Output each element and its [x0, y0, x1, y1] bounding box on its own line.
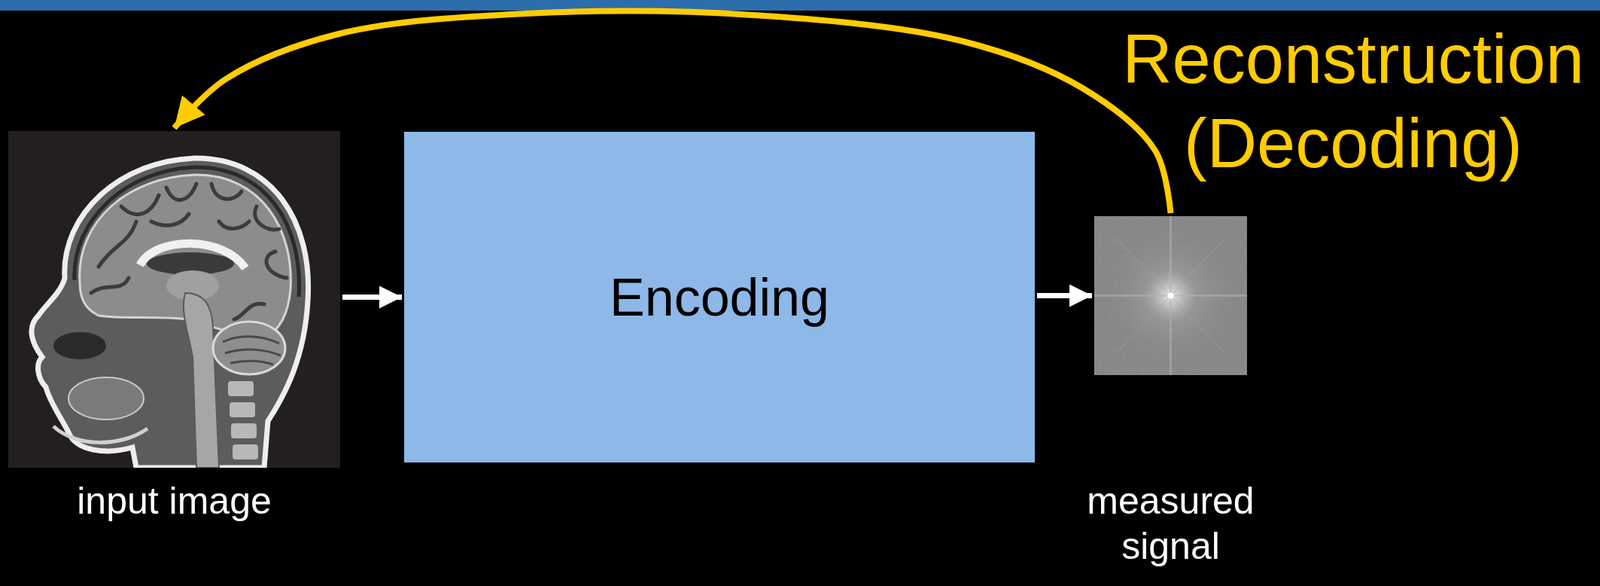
- signal-node: measured signal: [1094, 215, 1248, 375]
- edge-label-box: Reconstruction (Decoding): [1112, 16, 1594, 186]
- image-label: input image: [50, 477, 299, 524]
- process-label: Encoding: [609, 267, 830, 328]
- flow-arrow: [1037, 292, 1093, 299]
- process-box: Encoding: [404, 131, 1035, 463]
- image-node: input image: [8, 130, 341, 468]
- mri-brain-image: [8, 130, 341, 468]
- flow-arrow: [342, 294, 402, 300]
- signal-label: measured signal: [1058, 477, 1284, 569]
- title-bar: [0, 0, 1600, 11]
- k-space-image: [1094, 215, 1248, 375]
- edge-label: Reconstruction (Decoding): [1122, 20, 1585, 182]
